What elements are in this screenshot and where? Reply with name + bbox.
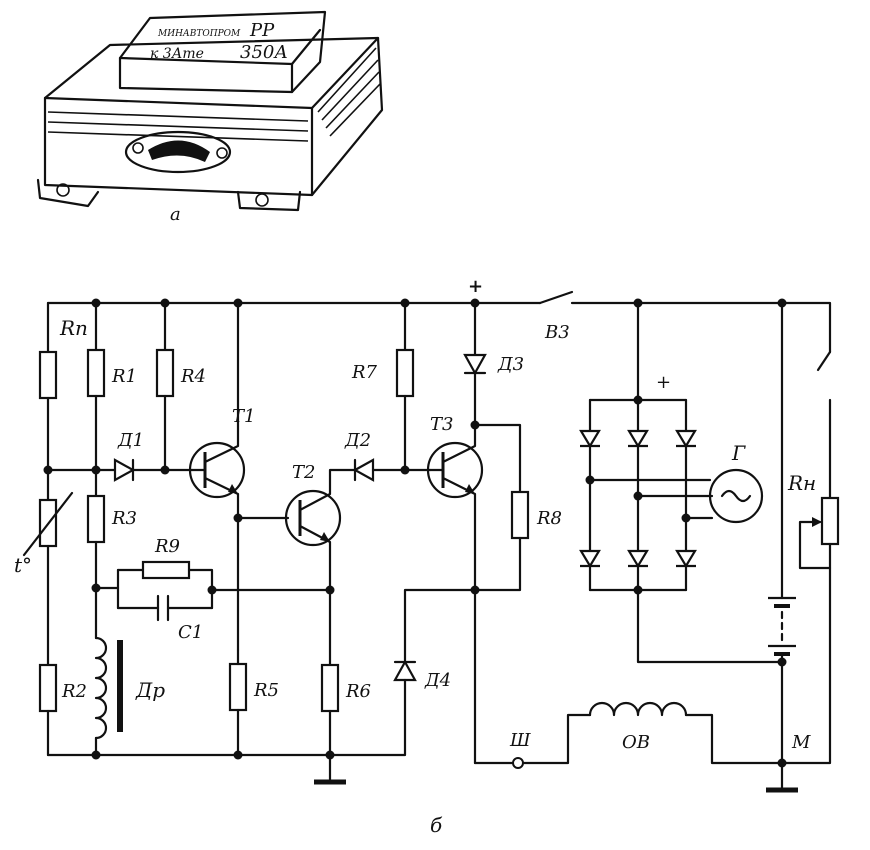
label-temp: t° [14,553,32,577]
caption-b: б [430,813,443,837]
label-t3: T3 [430,414,453,435]
generator [708,468,764,524]
label-r6: R6 [345,681,371,702]
label-g: Г [731,441,746,465]
label-d1: Д1 [117,430,144,451]
choke-dr [94,636,108,740]
resistor-r6 [320,663,340,713]
label-right-1: РР [249,20,275,41]
label-plus-bridge: + [656,372,671,393]
label-plus-main: + [468,276,483,297]
label-d4: Д4 [424,670,451,691]
resistor-r3 [86,494,106,544]
label-right-2: 350А [240,42,288,63]
transistor-t3 [426,441,484,499]
resistor-rp [38,350,58,400]
label-v3: В3 [544,322,570,343]
excitation-winding-ov [588,701,688,717]
junction-dots [43,298,787,768]
resistor-r5 [228,662,248,712]
label-d2: Д2 [344,430,371,451]
label-ov: ОВ [622,732,650,753]
label-r7: R7 [351,362,378,383]
label-m: М [791,732,811,753]
resistor-r1 [86,348,106,398]
label-top: МИНАВТОПРОМ [157,29,241,39]
resistor-r4 [155,348,175,398]
label-r5: R5 [253,680,279,701]
diode-d1 [113,458,136,482]
diode-d2 [352,458,375,482]
label-r2: R2 [61,681,87,702]
diode-d4 [393,659,417,682]
resistor-r9 [141,560,191,580]
resistor-r8 [510,490,530,540]
resistor-r7 [395,348,415,398]
resistor-r2 [38,663,58,713]
label-left: к 3Ате [150,46,204,62]
label-d3: Д3 [497,354,524,375]
label-r4: R4 [180,366,206,387]
transistor-t1 [188,441,246,499]
label-r9: R9 [154,536,180,557]
label-t2: T2 [292,462,315,483]
label-rn: Rн [787,471,816,495]
label-t1: T1 [232,406,255,427]
label-sh: Ш [509,730,531,751]
label-rp: Rп [59,316,88,340]
label-c1: C1 [178,622,203,643]
load-resistor-rn [820,496,840,546]
label-r1: R1 [111,366,137,387]
caption-a: а [170,204,181,225]
label-r3: R3 [111,508,137,529]
label-dr: Др [135,678,165,702]
regulator-device-illustration: МИНАВТОПРОМ к 3Ате РР 350А а [36,10,384,225]
regulator-schematic: Rп t° R2 R1 R3 Др Д1 R4 T1 [14,276,840,837]
label-r8: R8 [536,508,562,529]
diode-d3 [463,353,487,376]
transistor-t2 [284,489,342,547]
